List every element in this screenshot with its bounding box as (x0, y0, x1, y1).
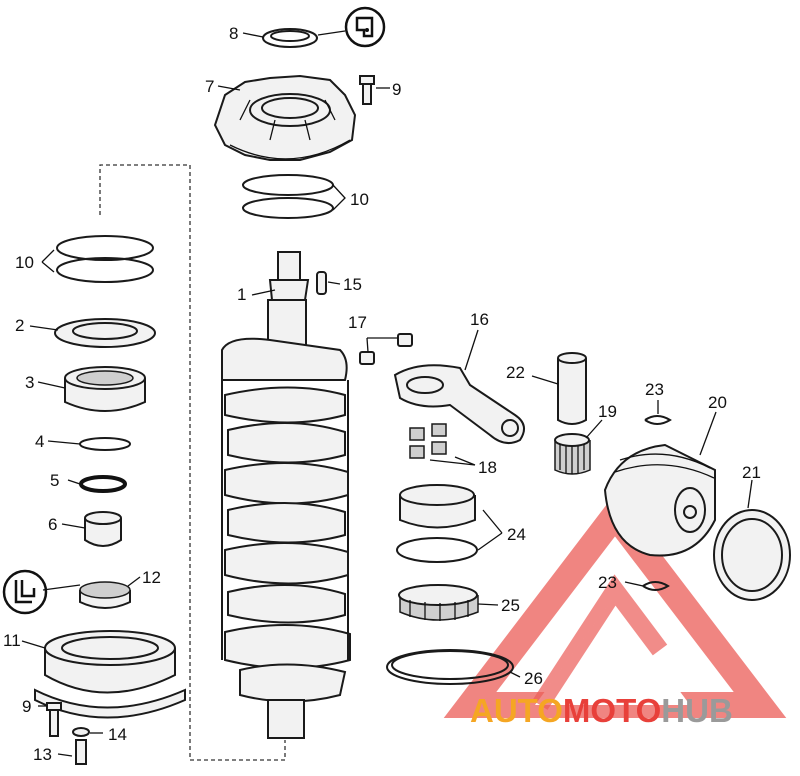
label-10-left: 10 (15, 253, 34, 272)
label-10-upper: 10 (350, 190, 369, 209)
watermark-logo (443, 493, 787, 718)
svg-text:AUTOMOTOHUB: AUTOMOTOHUB (470, 692, 733, 729)
part-20-piston (603, 443, 716, 557)
label-11: 11 (3, 631, 21, 650)
part-9-bolt-bottom (46, 702, 62, 737)
part-7-upper-bearing-housing (213, 74, 357, 161)
label-17: 17 (348, 313, 367, 332)
part-23-clip-lower (642, 581, 670, 591)
crank-webs (224, 386, 351, 703)
label-23-upper: 23 (645, 380, 664, 399)
part-19-needle-bearing (554, 433, 591, 475)
label-22: 22 (506, 363, 525, 382)
label-16: 16 (470, 310, 489, 329)
watermark-text: AUTOMOTOHUB (470, 692, 733, 729)
label-19: 19 (598, 402, 617, 421)
label-3: 3 (25, 373, 34, 392)
label-4: 4 (35, 432, 44, 451)
label-5: 5 (50, 471, 59, 490)
part-5-oring (79, 475, 127, 493)
label-13: 13 (33, 745, 52, 764)
part-4-retainer (79, 437, 131, 451)
part-2-washer (54, 318, 156, 348)
part-17-screws (359, 333, 413, 365)
label-26: 26 (524, 669, 543, 688)
part-25-roller-cage (398, 584, 479, 621)
label-9-top: 9 (392, 80, 401, 99)
label-12: 12 (142, 568, 161, 587)
part-15-key (316, 271, 327, 295)
sealant-tube-icon (344, 6, 386, 48)
part-3-roller-bearing (64, 366, 146, 412)
part-10-orings-upper (242, 174, 334, 219)
part-6-sleeve (84, 511, 122, 547)
part-16-connecting-rod (393, 364, 525, 445)
part-21-piston-ring-set (713, 509, 791, 601)
label-15: 15 (343, 275, 362, 294)
label-24: 24 (507, 525, 526, 544)
label-18: 18 (478, 458, 497, 477)
part-9-bolt-top (359, 75, 375, 105)
part-labels: 8 7 9 10 10 1 15 2 17 16 3 22 23 20 19 4… (3, 24, 761, 764)
watermark-moto: MOTO (563, 692, 661, 729)
part-22-wrist-pin (557, 352, 587, 425)
part-24-bearing-race (396, 484, 478, 563)
part-13-bolt (75, 739, 87, 765)
part-18-rod-bearing (409, 423, 447, 459)
sealant-tube-icon (2, 569, 48, 615)
label-9-bottom: 9 (22, 697, 31, 716)
leader-lines (21, 30, 753, 757)
part-26-ring (386, 649, 514, 685)
part-14-washer (72, 727, 90, 737)
label-25: 25 (501, 596, 520, 615)
label-20: 20 (708, 393, 727, 412)
part-1-crankshaft (221, 251, 351, 739)
watermark-auto: AUTO (470, 692, 563, 729)
label-23-lower: 23 (598, 573, 617, 592)
part-8-seal (262, 28, 318, 48)
part-12-seal (79, 581, 131, 609)
label-8: 8 (229, 24, 238, 43)
label-21: 21 (742, 463, 761, 482)
part-11-lower-bearing-housing (34, 630, 186, 719)
part-23-clip-upper (644, 415, 672, 425)
label-14: 14 (108, 725, 127, 744)
label-2: 2 (15, 316, 24, 335)
part-10-orings-left (56, 235, 154, 283)
assembly-dashed-line (99, 164, 286, 761)
label-7: 7 (205, 77, 214, 96)
label-1: 1 (237, 285, 246, 304)
label-6: 6 (48, 515, 57, 534)
watermark-hub: HUB (661, 692, 733, 729)
